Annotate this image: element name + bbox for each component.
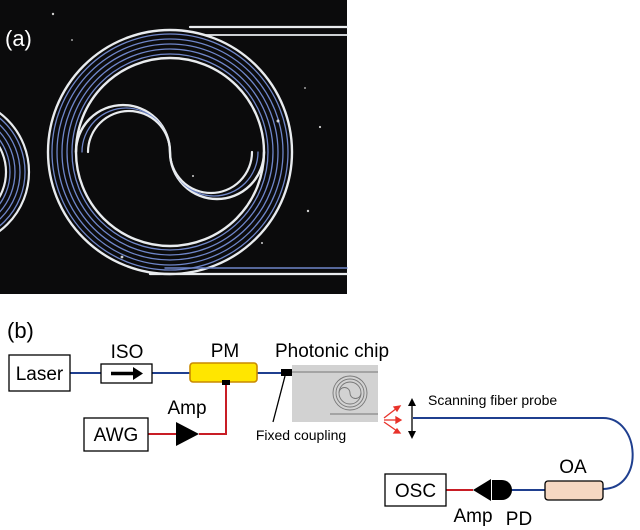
panel-a-label: (a) <box>5 26 32 51</box>
scanning-probe-label: Scanning fiber probe <box>428 392 557 408</box>
left-ring-inner <box>0 145 8 199</box>
probe-fiber <box>413 417 634 490</box>
panel-b-schematic: (b) Laser ISO PM Photonic ch <box>7 318 634 530</box>
oa-label: OA <box>559 457 587 478</box>
panel-b-label: (b) <box>7 318 34 343</box>
scattered-light-arrows <box>383 405 403 434</box>
scanning-double-arrow <box>408 398 416 439</box>
fixed-coupling-pointer <box>272 375 286 423</box>
waveguide-spiral <box>0 25 349 276</box>
photonic-chip <box>292 365 378 422</box>
pm-label: PM <box>211 341 240 362</box>
awg-box <box>83 417 149 452</box>
fiber-coupler <box>281 369 292 376</box>
laser-box <box>8 354 71 392</box>
photodetector-icon <box>492 480 512 500</box>
s-bend-inner <box>86 109 254 195</box>
main-ring-grooves <box>51 33 289 271</box>
amp-bottom-label: Amp <box>453 506 492 527</box>
amp-top-label: Amp <box>167 398 206 419</box>
awg-label: AWG <box>94 425 139 446</box>
photonic-chip-label: Photonic chip <box>275 341 389 362</box>
pd-label: PD <box>506 509 532 530</box>
osc-label: OSC <box>395 481 436 502</box>
left-ring <box>0 117 26 227</box>
pm-box <box>189 362 258 383</box>
panel-a-photo: (a) <box>0 0 349 294</box>
laser-label: Laser <box>16 364 64 385</box>
oa-box <box>544 480 604 501</box>
left-ring-outer <box>0 111 31 233</box>
osc-box <box>384 473 447 507</box>
pm-electrode <box>222 380 230 385</box>
amplifier-bottom-icon <box>473 479 491 501</box>
fixed-coupling-label: Fixed coupling <box>256 427 346 443</box>
arrow-right-icon <box>111 367 143 380</box>
fiber-lines <box>70 372 634 491</box>
amplifier-icon <box>176 422 199 446</box>
electrical-lines <box>148 384 473 491</box>
iso-label: ISO <box>111 342 144 363</box>
dust-specks <box>51 12 322 259</box>
